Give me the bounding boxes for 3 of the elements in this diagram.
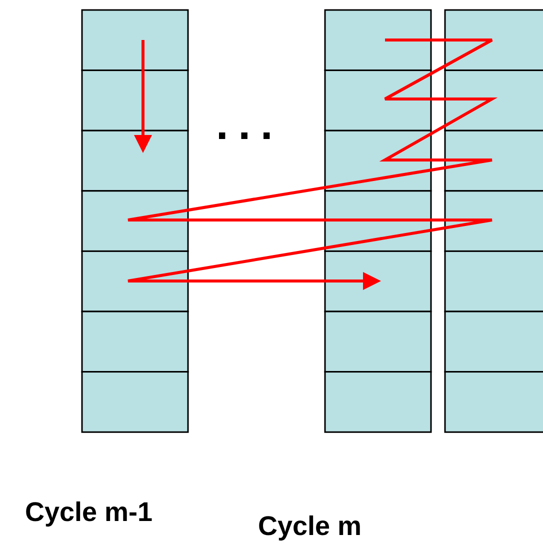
cycle-label: Cycle m [258,511,362,542]
cycle-label: Cycle m-1 [25,497,153,528]
ellipsis: ... [216,100,283,150]
